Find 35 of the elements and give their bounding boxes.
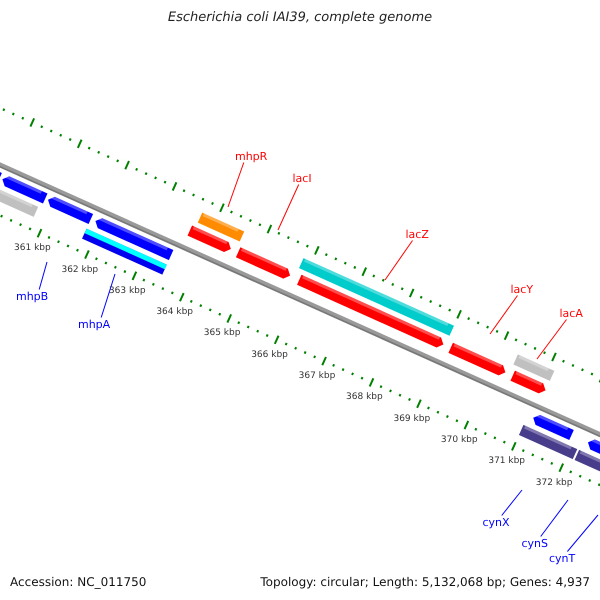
gene-label: cynX bbox=[482, 516, 510, 528]
scale-label: 361 kbp bbox=[14, 244, 51, 254]
gene-label: cynS bbox=[522, 538, 548, 548]
scale-label: 362 kbp bbox=[61, 266, 98, 274]
scale-label: 365 kbp bbox=[204, 329, 240, 338]
scale-label: 367 kbp bbox=[298, 372, 336, 382]
footer-text: Topology: circular; Length: 5,132,068 bp; Genes: 4,937 bbox=[260, 576, 590, 588]
gene-label: lacY bbox=[510, 284, 534, 294]
leader-line bbox=[38, 262, 48, 290]
gene-label: lacA bbox=[560, 308, 583, 318]
leader-line bbox=[278, 184, 300, 230]
footer-text: Accession: NC_011750 bbox=[10, 576, 146, 588]
gene-label: mhpA bbox=[78, 318, 110, 330]
scale-label: 363 kbp bbox=[108, 286, 146, 296]
scale-label: 366 kbp bbox=[251, 350, 288, 360]
title: Escherichia coli IAI39, complete genome bbox=[166, 11, 434, 24]
leader-line bbox=[536, 319, 567, 360]
gene-label: lacI bbox=[292, 172, 312, 184]
scale-label: 364 kbp bbox=[156, 308, 194, 318]
scale-label: 370 kbp bbox=[440, 436, 478, 446]
leader-line bbox=[566, 514, 598, 552]
gene-label: mhpB bbox=[16, 290, 48, 302]
leader-line bbox=[501, 490, 522, 516]
gene-label: mhpR bbox=[235, 150, 268, 162]
gene-label: cynT bbox=[549, 552, 576, 564]
leader-line bbox=[384, 240, 413, 280]
scale-label: 368 kbp bbox=[346, 393, 383, 402]
scale-label: 372 kbp bbox=[536, 478, 572, 488]
leader-line bbox=[228, 162, 244, 208]
leader-line bbox=[540, 500, 568, 537]
gene-label: lacZ bbox=[406, 228, 429, 240]
scale-label: 369 kbp bbox=[393, 414, 430, 424]
leader-line bbox=[100, 274, 116, 318]
leader-line bbox=[490, 295, 518, 334]
scale-label: 371 kbp bbox=[488, 457, 526, 466]
